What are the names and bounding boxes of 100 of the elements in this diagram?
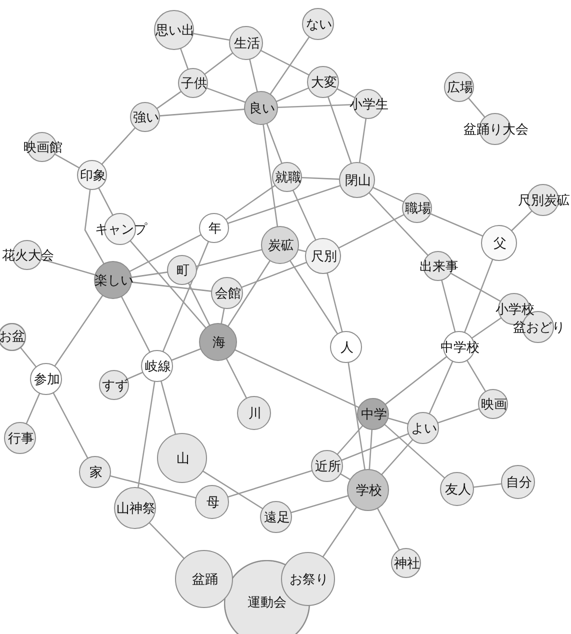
word-circle: [302, 8, 334, 40]
word-label: ない: [306, 18, 332, 32]
word-circle: [272, 162, 302, 192]
connector-line: [511, 210, 532, 232]
word-circle: [261, 226, 299, 264]
word-label: 尺別炭砿: [518, 194, 570, 208]
word-circle: [178, 68, 208, 98]
word-label: 子供: [181, 76, 207, 92]
word-label: 広場: [447, 80, 473, 96]
word-circle: [167, 255, 197, 285]
connector-line: [249, 58, 258, 92]
connector-line: [180, 48, 189, 70]
word-label: 思い出: [156, 24, 194, 38]
connector-line: [341, 433, 409, 461]
connector-line: [160, 380, 176, 435]
word-circle: [229, 26, 263, 60]
connector-line: [377, 508, 400, 550]
word-label: 中学: [361, 408, 387, 422]
word-label: 友人: [445, 482, 471, 498]
word-label: 会館: [215, 286, 241, 302]
connector-line: [127, 372, 144, 380]
word-circle: [501, 465, 535, 499]
connector-line: [450, 272, 501, 302]
connector-line: [202, 470, 264, 510]
connector-line: [466, 360, 486, 392]
word-circle: [391, 548, 421, 578]
connector-line: [428, 360, 454, 414]
word-label: お盆: [0, 330, 25, 344]
connector-line: [372, 186, 404, 202]
connector-line: [430, 213, 484, 237]
word-label: 運動会: [248, 596, 286, 610]
connector-line: [262, 124, 278, 227]
word-label: 町: [176, 264, 190, 278]
word-label: 小学生: [350, 98, 388, 112]
word-circle: [211, 277, 243, 309]
word-label: 尺別: [311, 250, 337, 264]
connector-line: [148, 522, 184, 559]
connector-line: [292, 190, 316, 240]
word-circle: [79, 456, 111, 488]
connector-line: [196, 249, 262, 267]
word-label: 神社: [394, 556, 420, 572]
word-circle: [402, 193, 432, 223]
connector-line: [472, 317, 502, 339]
word-label: 遠足: [264, 510, 290, 526]
connector-line: [384, 424, 445, 478]
connector-line: [473, 483, 502, 488]
word-label: 生活: [234, 36, 260, 52]
word-label: よい: [411, 422, 437, 436]
connector-line: [437, 408, 480, 424]
connector-line: [204, 52, 234, 75]
connector-line: [84, 189, 104, 264]
word-label: 岐線: [145, 360, 171, 374]
connector-line: [220, 308, 225, 324]
word-label: 出来事: [420, 260, 458, 274]
word-circle: [330, 331, 362, 363]
connector-line: [52, 392, 88, 458]
connector-line: [234, 349, 360, 408]
word-circle: [157, 433, 207, 483]
word-circle: [357, 398, 389, 430]
connector-line: [368, 192, 428, 256]
connector-line: [338, 214, 404, 248]
word-label: 自分: [506, 476, 532, 490]
connector-line: [131, 272, 168, 278]
connector-line: [241, 262, 307, 288]
connector-line: [336, 88, 356, 98]
connector-line: [159, 108, 245, 116]
word-label: すず: [102, 378, 128, 394]
word-circle: [195, 485, 229, 519]
word-label: 家: [90, 466, 102, 480]
word-label: 近所: [315, 460, 341, 474]
word-circle: [311, 450, 343, 482]
word-label: 父: [494, 236, 506, 252]
word-circle: [444, 72, 474, 102]
word-label: 映画: [481, 398, 507, 412]
connector-line: [54, 295, 104, 366]
connector-line: [468, 98, 486, 118]
word-circle: [114, 487, 156, 529]
word-circle: [94, 261, 132, 299]
word-label: 映画館: [24, 140, 62, 156]
connector-line: [206, 88, 246, 103]
word-label: 山: [176, 452, 190, 466]
word-label: 学校: [356, 484, 382, 498]
connector-line: [388, 418, 408, 424]
word-label: 行事: [8, 432, 34, 446]
word-label: 人: [340, 340, 354, 356]
connector-line: [193, 32, 230, 41]
word-label: 盆踊: [192, 572, 218, 588]
word-label: 楽しい: [94, 274, 134, 288]
word-circle: [244, 91, 278, 125]
word-circle: [481, 225, 517, 261]
word-label: 山神祭: [116, 502, 156, 516]
connector-line: [328, 96, 352, 164]
connector-line: [464, 259, 494, 333]
connector-line: [348, 362, 366, 470]
word-circle: [237, 396, 271, 430]
connector-line: [290, 495, 348, 514]
connector-line: [326, 272, 343, 332]
connector-line: [162, 241, 209, 352]
word-label: 炭砿: [268, 238, 294, 254]
connector-line: [277, 104, 354, 108]
